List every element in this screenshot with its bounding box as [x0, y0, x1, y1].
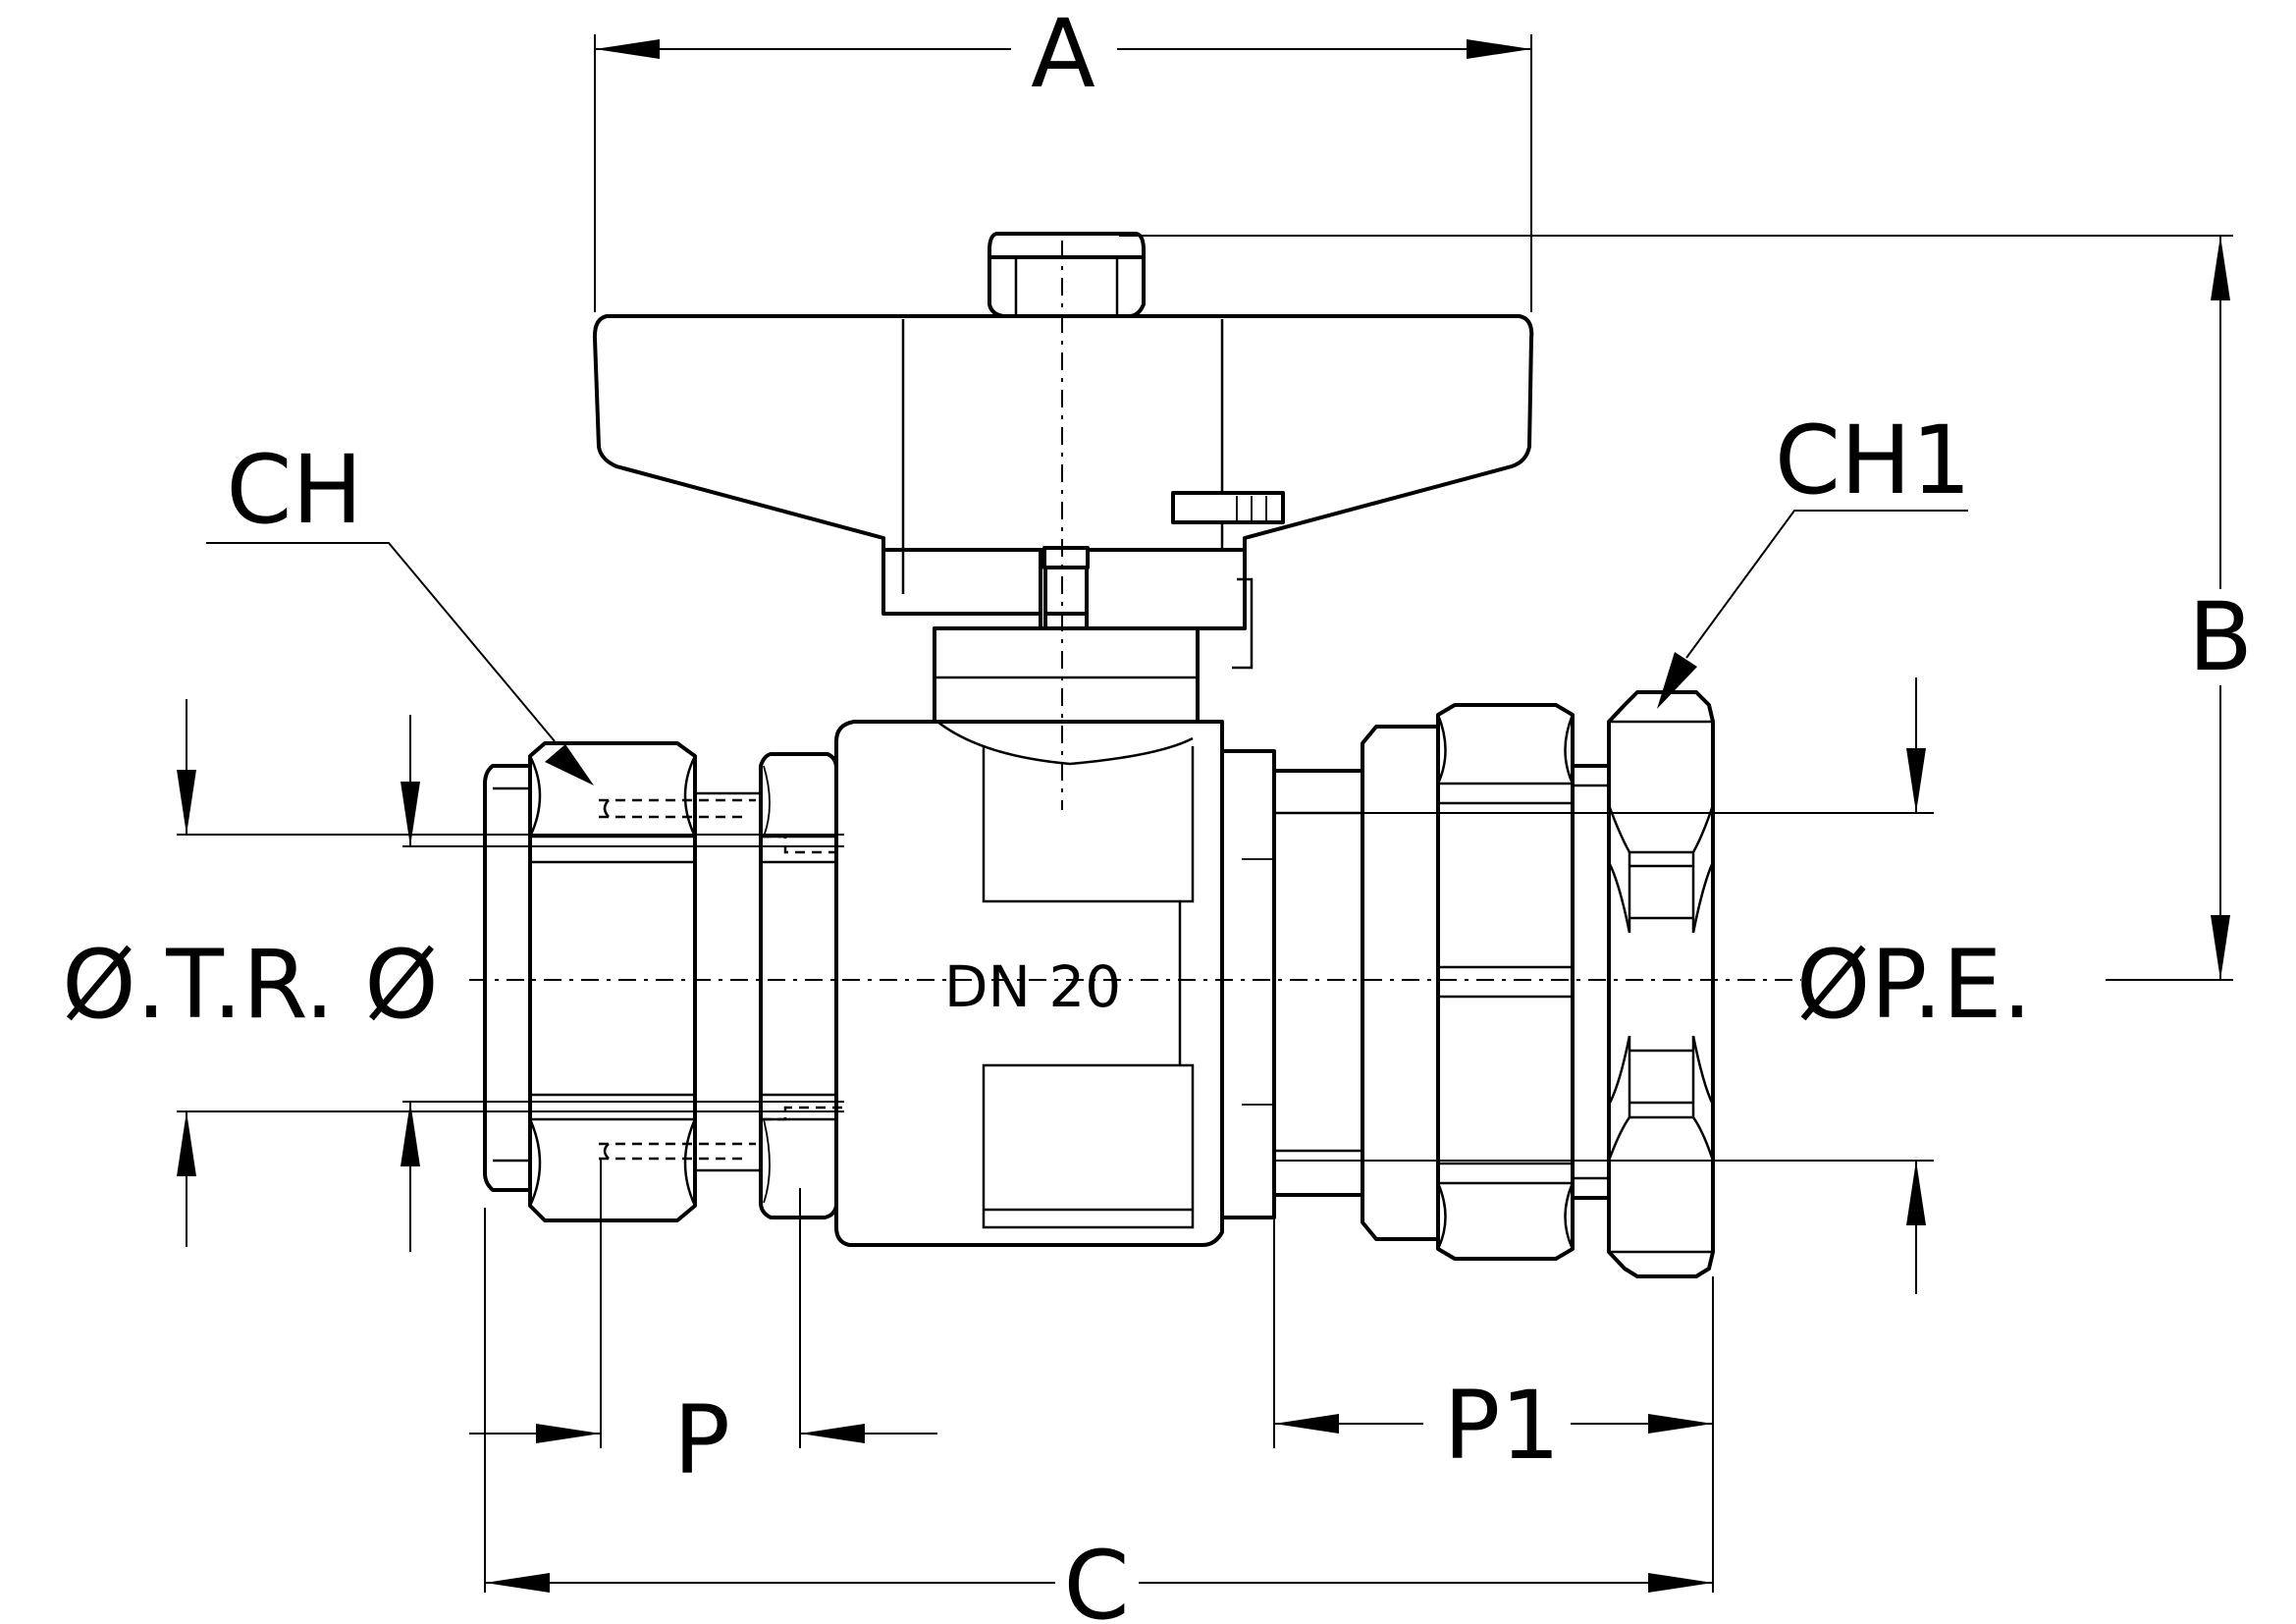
- valve-body: [834, 720, 1276, 1247]
- top-nut: [988, 232, 1146, 318]
- dimension-pe-label: ØP.E.: [1796, 930, 2032, 1040]
- dimension-c-label: C: [1063, 1531, 1129, 1624]
- dimension-p-label: P: [673, 1385, 730, 1495]
- dimension-b-label: B: [2188, 582, 2253, 692]
- body-marking-dn20: DN 20: [944, 953, 1121, 1020]
- leader-ch1-label: CH1: [1775, 406, 1971, 515]
- dimension-a: A: [594, 0, 1532, 312]
- dimension-p: P: [469, 1159, 937, 1495]
- tee-handle: [592, 314, 1534, 670]
- dimension-otr-label: Ø.T.R. Ø: [62, 930, 439, 1040]
- leader-ch1: CH1: [1657, 406, 1971, 709]
- dimension-pe: ØP.E.: [1274, 677, 2032, 1294]
- leader-ch-label: CH: [226, 435, 362, 545]
- dimension-p1-label: P1: [1444, 1371, 1561, 1481]
- dimension-b: B: [1119, 235, 2253, 981]
- dimension-p1: P1: [1273, 1203, 1713, 1481]
- left-connection: [483, 741, 842, 1222]
- center-lines: [469, 241, 1801, 981]
- dimension-otr: Ø.T.R. Ø: [62, 699, 844, 1252]
- right-connection: [1272, 690, 1715, 1278]
- dimension-a-label: A: [1031, 0, 1095, 109]
- stem: [933, 626, 1200, 724]
- leader-ch: CH: [206, 435, 594, 785]
- dimension-c: C: [484, 1208, 1714, 1624]
